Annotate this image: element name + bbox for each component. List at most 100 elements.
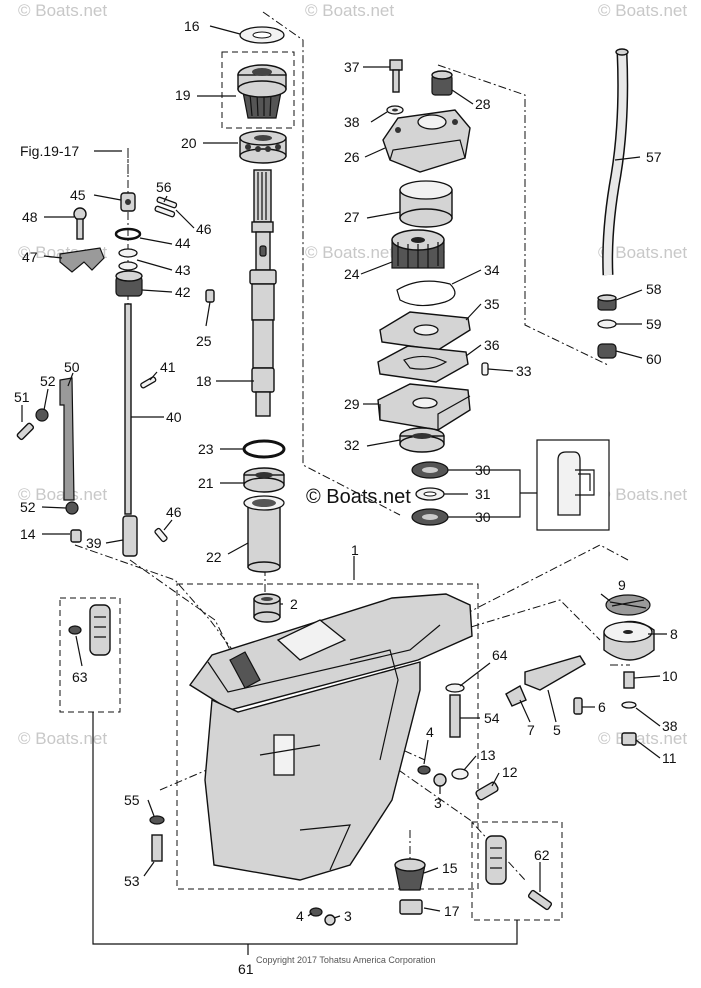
callout-24: 24 xyxy=(344,266,360,282)
stud-10 xyxy=(623,671,635,689)
clip-7 xyxy=(505,685,527,707)
callout-36: 36 xyxy=(484,337,500,353)
callout-8: 8 xyxy=(670,626,678,642)
callout-18: 18 xyxy=(196,373,212,389)
callout-56: 56 xyxy=(156,179,172,195)
seal-60 xyxy=(597,343,617,359)
callout-44: 44 xyxy=(175,235,191,251)
seal-21 xyxy=(243,467,285,493)
washer-64 xyxy=(445,683,465,693)
cover-8 xyxy=(603,620,655,661)
watermark: © Boats.net xyxy=(305,1,394,20)
gearcase-1 xyxy=(188,593,473,881)
callout-52a: 52 xyxy=(40,373,56,389)
bolt-6 xyxy=(573,697,583,715)
callout-47: 47 xyxy=(22,249,38,265)
callout-57: 57 xyxy=(646,149,662,165)
callout-38b: 38 xyxy=(662,718,678,734)
impeller-24 xyxy=(391,229,445,269)
callout-1: 1 xyxy=(351,542,359,558)
nipple-14 xyxy=(70,529,82,543)
callout-7: 7 xyxy=(527,722,535,738)
callout-3b: 3 xyxy=(344,908,352,924)
callout-6: 6 xyxy=(598,699,606,715)
screw-3a xyxy=(433,773,447,787)
bolt-48 xyxy=(73,207,87,240)
callout-25: 25 xyxy=(196,333,212,349)
watermark: © Boats.net xyxy=(18,1,107,20)
shift-rod-40 xyxy=(124,303,132,515)
washer-38 xyxy=(386,105,404,115)
callout-30a: 30 xyxy=(475,462,491,478)
callout-13: 13 xyxy=(480,747,496,763)
callout-4a: 4 xyxy=(426,724,434,740)
bolt-54 xyxy=(449,694,461,738)
nut-11 xyxy=(621,732,637,746)
pin-46b xyxy=(154,527,168,543)
callout-46b: 46 xyxy=(166,504,182,520)
anode-9 xyxy=(605,594,651,616)
callout-27: 27 xyxy=(344,209,360,225)
callout-23: 23 xyxy=(198,441,214,457)
washers-43 xyxy=(118,248,138,271)
seal-42 xyxy=(115,270,143,297)
anode-62 xyxy=(485,835,507,885)
insert-27 xyxy=(399,180,453,228)
callout-11: 11 xyxy=(662,750,677,766)
callout-48: 48 xyxy=(22,209,38,225)
clip-52a xyxy=(35,408,49,422)
callout-26: 26 xyxy=(344,149,360,165)
gasket-36 xyxy=(377,345,469,383)
callout-3a: 3 xyxy=(434,795,442,811)
washer-13 xyxy=(451,768,469,780)
seals-30-31 xyxy=(411,461,449,526)
center-watermark: © Boats.net xyxy=(306,486,411,508)
cam-39 xyxy=(122,515,138,557)
pin-41 xyxy=(140,376,157,389)
callout-labels: Fig.19-17 16 19 20 25 18 23 21 22 2 1 37… xyxy=(14,18,678,977)
callout-61: 61 xyxy=(238,961,254,977)
watermark: © Boats.net xyxy=(598,1,687,20)
callout-38: 38 xyxy=(344,114,360,130)
callout-55: 55 xyxy=(124,792,140,808)
washer-38b xyxy=(621,701,637,709)
inset-clip-detail xyxy=(557,451,595,516)
callout-35: 35 xyxy=(484,296,500,312)
callout-53: 53 xyxy=(124,873,140,889)
callout-4b: 4 xyxy=(296,908,304,924)
callout-50: 50 xyxy=(64,359,80,375)
bolt-53 xyxy=(151,834,163,862)
callout-43: 43 xyxy=(175,262,191,278)
watermark: © Boats.net xyxy=(305,243,394,262)
watermark: © Boats.net xyxy=(18,485,107,504)
callout-9: 9 xyxy=(618,577,626,593)
pump-case-26 xyxy=(382,109,471,173)
gear-group-box xyxy=(221,51,295,129)
callout-52b: 52 xyxy=(20,499,36,515)
callout-33: 33 xyxy=(516,363,532,379)
bushing-2 xyxy=(253,593,281,623)
clip-52b xyxy=(65,501,79,515)
gearcase-group-box xyxy=(176,583,479,890)
callout-54: 54 xyxy=(484,710,500,726)
callout-5: 5 xyxy=(553,722,561,738)
pinion-15 xyxy=(394,858,426,891)
oring-59 xyxy=(597,319,617,329)
water-tube-57 xyxy=(602,48,629,276)
plate-35 xyxy=(379,311,471,351)
anode-63 xyxy=(68,604,111,656)
leader-lines xyxy=(21,25,667,919)
callout-30b: 30 xyxy=(475,509,491,525)
callout-64: 64 xyxy=(492,647,508,663)
plate-47 xyxy=(59,247,105,273)
plate-5 xyxy=(524,655,586,691)
callout-58: 58 xyxy=(646,281,662,297)
fig-ref-label: Fig.19-17 xyxy=(20,143,79,159)
callout-46a: 46 xyxy=(196,221,212,237)
sleeve-22 xyxy=(243,495,285,573)
callout-63: 63 xyxy=(72,669,88,685)
callout-31: 31 xyxy=(475,486,491,502)
callout-22: 22 xyxy=(206,549,222,565)
washer-4b xyxy=(309,907,323,917)
